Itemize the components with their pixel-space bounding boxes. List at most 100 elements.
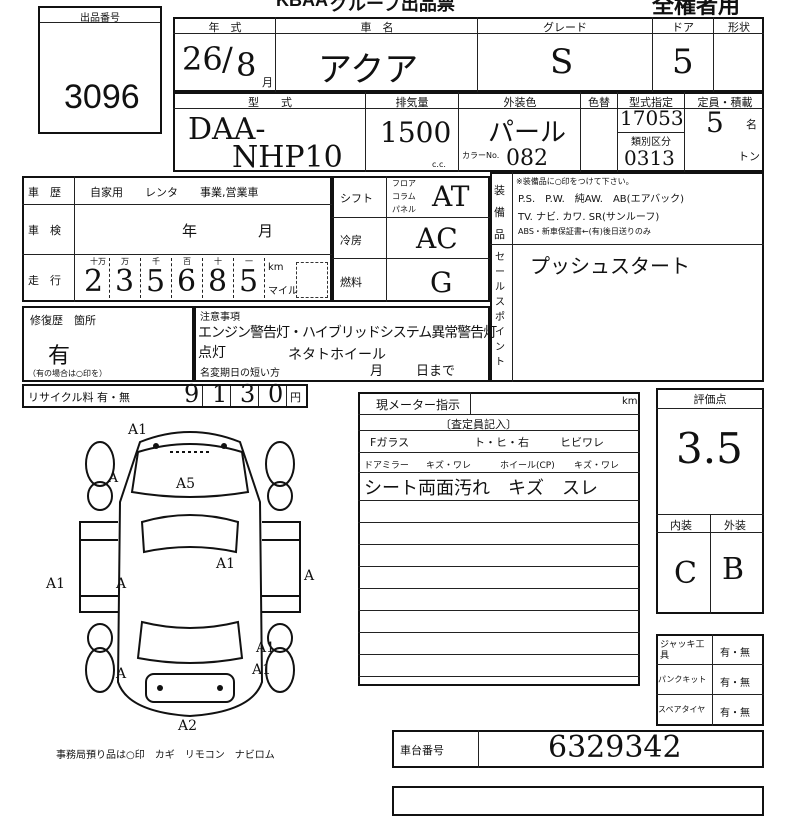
- model-line2: NHP10: [232, 140, 343, 175]
- recycle-label: リサイクル料 有・無: [28, 391, 130, 404]
- wheel-options: キズ・ワレ: [574, 461, 620, 471]
- class-label: 類別区分: [631, 137, 671, 148]
- chassis-number: 6329342: [548, 730, 682, 765]
- name-label: 車 名: [360, 21, 394, 34]
- inspector-note: シート両面汚れ キズ スレ: [364, 478, 598, 499]
- mirror-options: キズ・ワレ: [426, 461, 472, 471]
- glass-label: Fガラス: [370, 436, 410, 449]
- usage-stamp: 全権者用: [652, 0, 741, 18]
- brand-logo: KBAA: [276, 0, 328, 10]
- capacity-value: 5: [706, 106, 724, 139]
- mirror-label: ドアミラー: [364, 461, 409, 471]
- puncture-yes-no: 有・無: [720, 678, 750, 689]
- lot-number-box: 出品番号 3096: [38, 6, 162, 134]
- exterior-label: 外装: [724, 519, 746, 532]
- repair-note: （有の場合は○印を）: [28, 369, 107, 378]
- shift-opt-panel: パネル: [392, 205, 416, 214]
- equipment-line2: P.S. P.W. 純AW. AB(エアバック): [518, 194, 685, 205]
- deadline-day: 日まで: [416, 364, 456, 379]
- jack-label: ジャッキ工具: [660, 640, 705, 661]
- inspector-label: 〔査定員記入〕: [440, 418, 517, 431]
- mileage-digit: 5: [146, 264, 166, 299]
- inspection-month: 月: [258, 222, 274, 240]
- crack-label: ヒビワレ: [560, 436, 604, 449]
- recycle-digit: 3: [240, 380, 256, 408]
- exterior-value: B: [722, 552, 745, 587]
- damage-mark: A2: [177, 718, 197, 732]
- mileage-digit: 5: [239, 264, 259, 299]
- sale-point-value: プッシュスタート: [530, 254, 690, 278]
- model-line1: DAA-: [188, 112, 266, 147]
- capacity-unit: 名: [746, 118, 757, 131]
- color-change-label: 色替: [588, 96, 610, 109]
- spare-label: スペアタイヤ: [658, 705, 706, 714]
- class-no-value: 0313: [624, 146, 675, 170]
- km-unit: km: [268, 262, 284, 273]
- history-label: 車 歴: [28, 186, 61, 199]
- diagram-footer: 事務局預り品は○印 カギ リモコン ナビロム: [56, 750, 275, 761]
- deadline-month: 月: [370, 364, 384, 379]
- yen-unit: 円: [290, 391, 301, 404]
- repair-value: 有: [48, 344, 71, 369]
- equipment-line4: ABS・新車保証書←(有)後日送りのみ: [518, 227, 651, 236]
- year-value: 26: [182, 40, 223, 78]
- equipment-label: 装備品: [494, 184, 505, 241]
- year-label: 年 式: [208, 21, 242, 34]
- cc-unit: c.c.: [432, 160, 446, 169]
- notes-label: 注意事項: [200, 312, 240, 323]
- interior-value: C: [674, 556, 697, 591]
- type-designation-label: 型式指定: [629, 96, 673, 109]
- damage-mark: A1: [127, 422, 147, 438]
- damage-mark: A5: [175, 476, 195, 492]
- grade-value: S: [550, 42, 574, 82]
- ac-value: AC: [416, 222, 458, 255]
- damage-mark: A1: [255, 640, 275, 656]
- recycle-digit: 1: [212, 380, 228, 408]
- notes-line2: 点灯: [198, 345, 226, 361]
- meter-label: 現メーター指示: [376, 398, 461, 412]
- displacement-value: 1500: [380, 116, 452, 149]
- vehicle-table: [173, 17, 764, 92]
- fuel-value: G: [430, 266, 453, 299]
- damage-mark: A1: [251, 662, 271, 678]
- damage-mark: A1: [45, 576, 65, 592]
- month-value: 8: [236, 46, 257, 84]
- doors-value: 5: [672, 42, 694, 82]
- damage-mark: A1: [215, 556, 235, 572]
- type-no-value: 17053: [620, 106, 684, 130]
- ac-label: 冷房: [340, 234, 362, 247]
- capacity-label: 定員・積載: [697, 96, 753, 109]
- model-table: [173, 92, 764, 172]
- notes-line3: ネタトホイール: [288, 347, 386, 363]
- tools-table: [656, 634, 764, 726]
- deadline-label: 名変期日の短い方: [200, 368, 280, 379]
- mileage-digit: 8: [208, 264, 228, 299]
- sale-point-label: セールスポイント: [495, 252, 505, 368]
- wheel-label: ホイール(CP): [500, 461, 555, 471]
- damage-mark: A: [107, 470, 119, 486]
- shift-value: AT: [432, 180, 470, 213]
- spare-yes-no: 有・無: [720, 708, 750, 719]
- color-no-label: カラーNo.: [462, 151, 500, 160]
- chassis-label: 車台番号: [400, 744, 444, 757]
- mileage-digit: 6: [177, 264, 197, 299]
- shape-label: 形状: [728, 21, 750, 34]
- lot-number: 3096: [64, 78, 140, 116]
- jack-yes-no: 有・無: [720, 648, 750, 659]
- history-options: 自家用 レンタ 事業,営業車: [90, 186, 259, 199]
- notes-table: [194, 306, 490, 382]
- model-label: 型 式: [248, 96, 292, 109]
- shift-label: シフト: [340, 192, 373, 205]
- equipment-table: [490, 172, 764, 382]
- interior-label: 内装: [670, 519, 692, 532]
- fuel-label: 燃料: [340, 276, 362, 289]
- puncture-label: パンクキット: [658, 675, 707, 684]
- recycle-table: [22, 384, 308, 408]
- repair-table: [22, 306, 194, 382]
- mile-unit: マイル: [268, 286, 298, 297]
- car-name: アクア: [318, 50, 419, 90]
- damage-mark: A: [115, 576, 127, 592]
- meter-table: [358, 392, 640, 686]
- color-label: 外装色: [503, 96, 537, 109]
- inspection-label: 車 検: [28, 224, 61, 237]
